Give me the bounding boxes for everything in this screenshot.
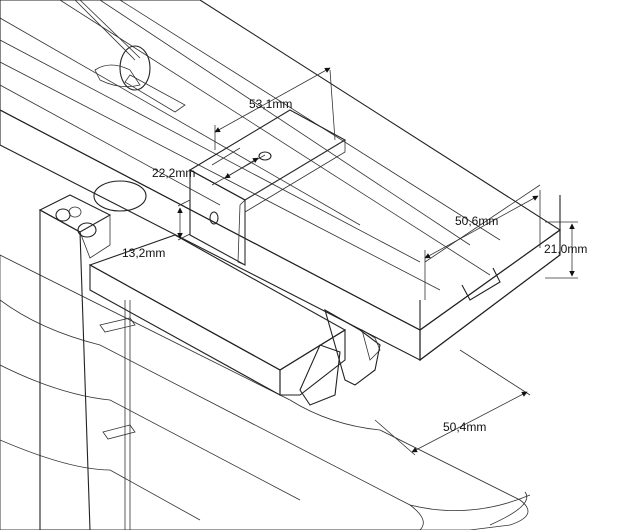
dim-bracket-offset: 13,2mm	[122, 199, 191, 260]
dim-slat-width: 50,4mm	[374, 349, 531, 456]
dim-label-slat-width: 50,4mm	[443, 420, 486, 434]
lower-slats	[0, 254, 610, 530]
dim-label-rail-height: 21,0mm	[544, 242, 587, 256]
dim-label-bracket-length: 53,1mm	[249, 97, 292, 111]
dim-rail-height: 21,0mm	[544, 221, 587, 279]
tilt-housing	[88, 234, 381, 406]
dim-bracket-height: 22,2mm	[152, 147, 266, 186]
rail-hole	[93, 180, 147, 212]
end-strap	[38, 194, 112, 530]
bracket-hole-top	[258, 151, 272, 161]
dim-rail-width: 50,6mm	[424, 190, 541, 300]
dim-label-bracket-height: 22,2mm	[152, 166, 195, 180]
cord-lock	[74, 0, 186, 113]
dim-label-bracket-offset: 13,2mm	[122, 246, 165, 260]
headrail	[0, 0, 561, 362]
dim-label-rail-width: 50,6mm	[455, 214, 498, 228]
mounting-bracket	[188, 109, 347, 266]
dim-bracket-length: 53,1mm	[214, 67, 336, 150]
ladder-strings	[99, 300, 136, 530]
bracket-hole-front	[209, 211, 219, 225]
